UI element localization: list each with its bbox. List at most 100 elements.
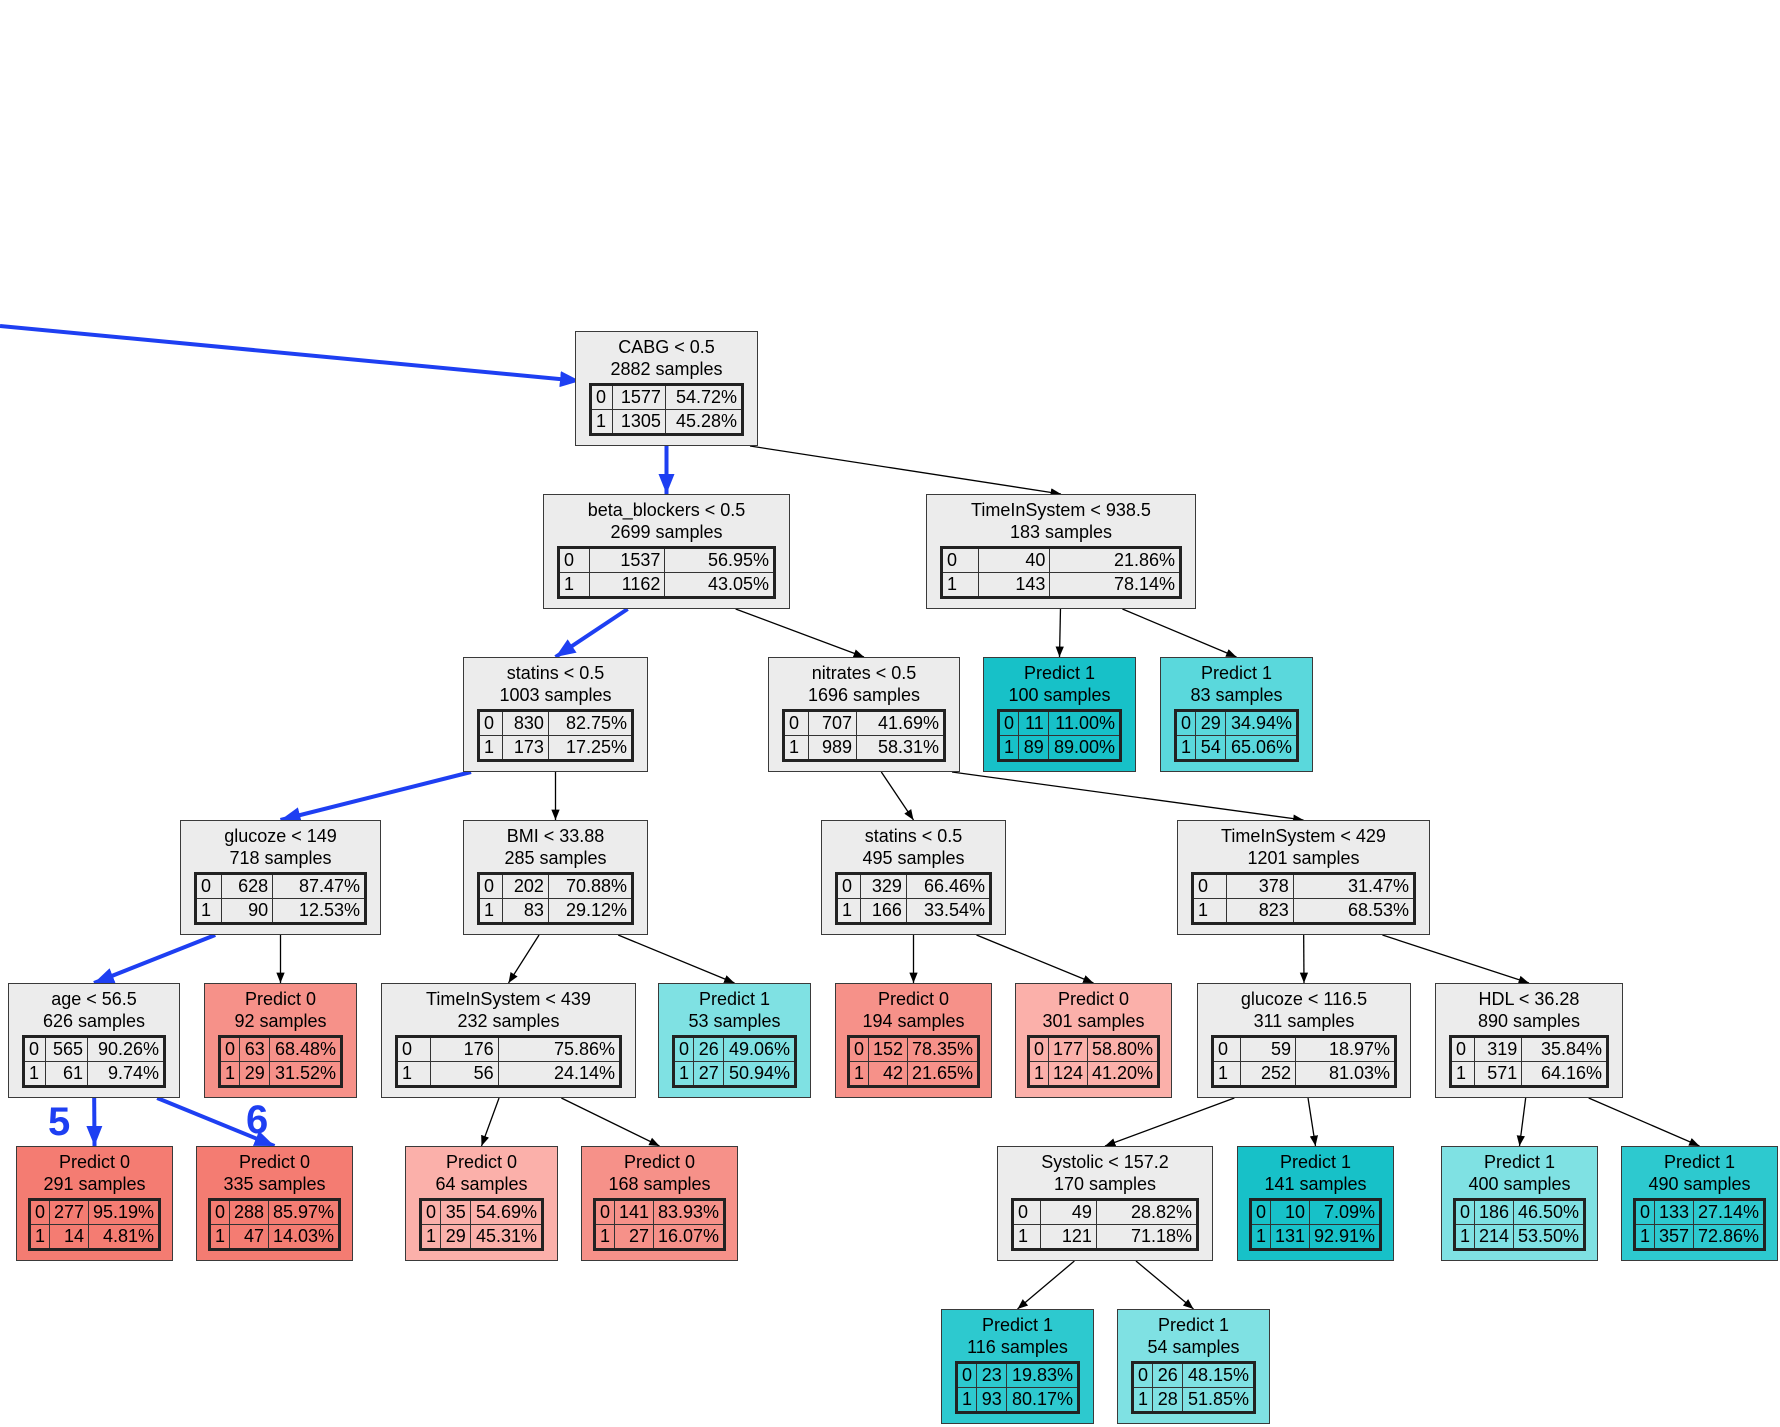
class-percent: 14.03% [267, 1224, 341, 1250]
tree-edge [1104, 1097, 1235, 1147]
class-percent: 28.82% [1095, 1199, 1199, 1225]
node-condition: Predict 0 [445, 1152, 518, 1172]
class-count: 83 [501, 898, 549, 924]
class-percent: 45.28% [664, 409, 744, 435]
node-sample-count: 116 samples [967, 1337, 1068, 1357]
class-percent: 43.05% [664, 572, 775, 598]
class-label: 0 [1633, 1199, 1655, 1225]
tree-edge [1055, 608, 1064, 658]
class-label: 0 [590, 384, 613, 410]
node-condition: Predict 1 [698, 989, 771, 1009]
class-label: 1 [194, 898, 223, 924]
class-label: 0 [28, 1199, 50, 1225]
node-sample-count: 285 samples [504, 848, 607, 868]
class-percent: 17.25% [547, 735, 634, 761]
node-condition: Predict 1 [1483, 1152, 1556, 1172]
class-count: 133 [1653, 1199, 1695, 1225]
class-percent: 49.06% [722, 1036, 797, 1062]
class-count: 14 [48, 1224, 90, 1250]
class-count: 124 [1047, 1061, 1089, 1087]
highlighted-path-edge [280, 770, 472, 823]
class-label: 0 [1027, 1036, 1049, 1062]
tree-edge [480, 1097, 500, 1147]
class-label: 1 [23, 1061, 46, 1087]
class-label: 0 [395, 1036, 432, 1062]
class-percent: 35.84% [1521, 1036, 1608, 1062]
tree-edge [1122, 608, 1237, 658]
class-label: 0 [593, 1199, 615, 1225]
class-percent: 78.35% [906, 1036, 980, 1062]
class-percent: 80.17% [1005, 1387, 1080, 1413]
node-sample-count: 168 samples [608, 1174, 711, 1194]
tree-edge [561, 1097, 660, 1147]
highlighted-path-edge [554, 607, 629, 659]
class-percent: 31.52% [268, 1061, 343, 1087]
class-count: 141 [613, 1199, 655, 1225]
node-sample-count: 626 samples [42, 1011, 146, 1031]
class-percent: 54.72% [664, 384, 744, 410]
class-count: 93 [976, 1387, 1007, 1413]
node-sample-count: 83 samples [1190, 685, 1283, 705]
class-count: 707 [807, 710, 858, 736]
class-count: 357 [1653, 1224, 1695, 1250]
node-sample-count: 53 samples [688, 1011, 781, 1031]
class-count: 152 [867, 1036, 909, 1062]
class-count: 29 [239, 1061, 270, 1087]
class-count: 186 [1473, 1199, 1515, 1225]
node-condition: statins < 0.5 [864, 826, 963, 846]
tree-edge [617, 934, 735, 984]
node-sample-count: 194 samples [862, 1011, 965, 1031]
class-label: 1 [1027, 1061, 1049, 1087]
class-label: 1 [419, 1224, 442, 1250]
class-percent: 82.75% [547, 710, 634, 736]
class-percent: 64.16% [1521, 1061, 1608, 1087]
class-percent: 78.14% [1049, 572, 1181, 598]
class-label: 1 [1011, 1224, 1042, 1250]
class-percent: 95.19% [87, 1199, 161, 1225]
class-percent: 68.48% [268, 1036, 343, 1062]
node-condition: Predict 1 [1279, 1152, 1352, 1172]
node-sample-count: 232 samples [457, 1011, 560, 1031]
class-label: 1 [1174, 735, 1197, 761]
class-count: 29 [1195, 710, 1226, 736]
class-percent: 89.00% [1047, 735, 1122, 761]
class-label: 0 [419, 1199, 442, 1225]
class-label: 1 [1453, 1224, 1475, 1250]
node-condition: TimeInSystem < 429 [1221, 826, 1386, 846]
class-percent: 85.97% [267, 1199, 341, 1225]
class-count: 989 [807, 735, 858, 761]
class-count: 23 [976, 1362, 1007, 1388]
class-count: 26 [1152, 1362, 1183, 1388]
class-label: 0 [1211, 1036, 1242, 1062]
node-sample-count: 1201 samples [1247, 848, 1360, 868]
